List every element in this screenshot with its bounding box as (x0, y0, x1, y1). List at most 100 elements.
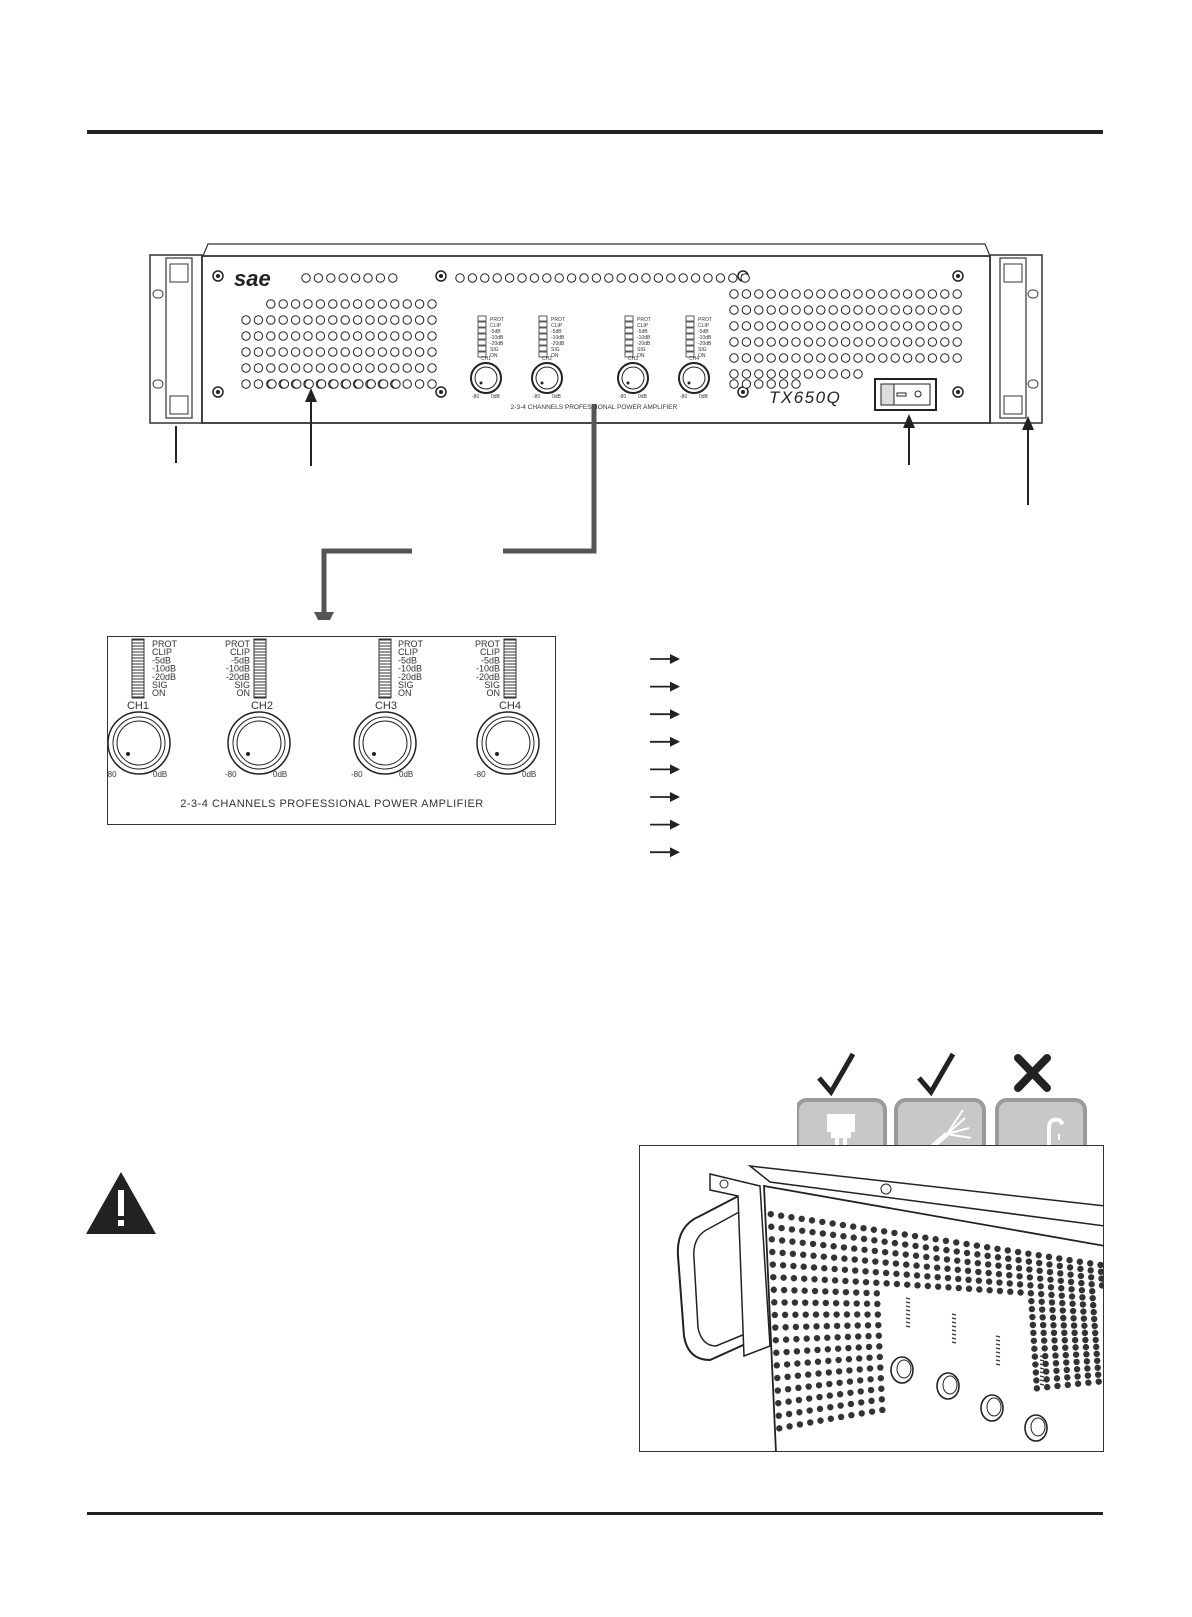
detail-meter-label: SIG (484, 680, 500, 690)
detail-gain-knob[interactable] (353, 711, 417, 775)
detail-channel-label: CH2 (251, 700, 273, 712)
perspective-knobs (890, 1297, 1048, 1442)
front-meter-label: CLIP (490, 323, 502, 329)
front-knob-max: 0dB (699, 394, 709, 400)
front-meter-label: ON (698, 353, 706, 359)
detail-meter-label: -5dB (398, 655, 417, 665)
power-switch[interactable] (874, 378, 937, 411)
front-meter-label: -10dB (698, 335, 712, 341)
front-meter-label: PROT (637, 317, 651, 323)
check-mark-icon (817, 1052, 856, 1097)
front-meter-label: -10dB (637, 335, 651, 341)
detail-channel-label: CH3 (375, 700, 397, 712)
front-knob-min: -80 (533, 394, 540, 400)
header-rule (87, 130, 1103, 134)
front-meter-label: ON (490, 353, 498, 359)
detail-meter-label: -10dB (152, 664, 176, 674)
detail-meter-label: -10dB (476, 664, 500, 674)
front-meter-label: CLIP (698, 323, 710, 329)
detail-panel-drawing: PROTCLIP-5dB-10dB-20dBSIGONCH1-800dBPROT… (105, 638, 540, 810)
detail-meter-label: ON (152, 688, 166, 698)
front-meter-label: -20dB (698, 341, 712, 347)
brand-logo: sae (234, 266, 271, 291)
detail-meter-label: SIG (398, 680, 414, 690)
detail-meter-label: PROT (225, 639, 251, 649)
front-meter-label: SIG (551, 347, 560, 353)
detail-knob-max: 0dB (399, 770, 413, 779)
cross-mark-icon (1014, 1054, 1051, 1092)
legend-arrows (650, 654, 680, 858)
perspective-vent-grille (767, 1210, 1103, 1432)
legend-arrow-icon (650, 819, 680, 830)
detail-meter-label: ON (487, 688, 501, 698)
detail-knob-min: -80 (225, 770, 237, 779)
front-meter-label: -5dB (698, 329, 709, 335)
detail-gain-knob[interactable] (107, 711, 171, 775)
front-meter-label: CLIP (551, 323, 563, 329)
detail-meter-label: SIG (152, 680, 168, 690)
right-rack-ear (989, 254, 1043, 424)
front-meter-label: SIG (637, 347, 646, 353)
front-meter-label: -5dB (551, 329, 562, 335)
front-gain-knob[interactable] (470, 362, 502, 394)
front-gain-knob[interactable] (678, 362, 710, 394)
detail-meter-label: -5dB (231, 655, 250, 665)
detail-gain-knob[interactable] (227, 711, 291, 775)
detail-knob-min: -80 (474, 770, 486, 779)
front-meter-label: CLIP (637, 323, 649, 329)
front-meter-label: ON (551, 353, 559, 359)
detail-meter-label: CLIP (152, 647, 172, 657)
detail-meter-label: ON (237, 688, 251, 698)
legend-arrow-icon (650, 709, 680, 720)
detail-gain-knob[interactable] (476, 711, 540, 775)
front-meter-label: -5dB (637, 329, 648, 335)
footer-rule (87, 1512, 1103, 1515)
amplifier-perspective-illustration (639, 1145, 1104, 1452)
front-knob-min: -80 (680, 394, 687, 400)
detail-meter-label: -5dB (481, 655, 500, 665)
detail-panel-caption: 2-3-4 CHANNELS PROFESSIONAL POWER AMPLIF… (180, 798, 484, 810)
ventilation-grille (241, 273, 962, 389)
detail-meter-label: CLIP (230, 647, 250, 657)
perspective-knob (980, 1335, 1004, 1422)
model-name: TX650Q (769, 388, 841, 407)
front-meter-label: -10dB (490, 335, 504, 341)
detail-meter-label: -5dB (152, 655, 171, 665)
front-meter-label: SIG (698, 347, 707, 353)
detail-meter-label: -10dB (398, 664, 422, 674)
warning-icon (86, 1172, 156, 1234)
front-channel-label: CH4 (689, 356, 699, 362)
channel-detail-panel: PROTCLIP-5dB-10dB-20dBSIGONCH1-800dBPROT… (105, 636, 556, 825)
check-mark-icon (917, 1052, 956, 1097)
detail-meter-label: -20dB (152, 672, 176, 682)
detail-channel-label: CH1 (127, 700, 149, 712)
detail-meter-label: PROT (475, 639, 501, 649)
front-gain-knob[interactable] (531, 362, 563, 394)
front-meter-label: PROT (551, 317, 565, 323)
detail-knob-max: 0dB (153, 770, 167, 779)
detail-channel-label: CH4 (499, 700, 521, 712)
left-rack-ear (149, 254, 203, 424)
perspective-knob (936, 1313, 960, 1400)
front-meter-label: ON (637, 353, 645, 359)
front-gain-knob[interactable] (617, 362, 649, 394)
legend-arrow-icon (650, 792, 680, 802)
front-channel-label: CH3 (628, 356, 638, 362)
front-meter-label: -20dB (551, 341, 565, 347)
detail-knob-min: -80 (351, 770, 363, 779)
front-meter-label: -5dB (490, 329, 501, 335)
front-meter-label: SIG (490, 347, 499, 353)
front-knob-min: -80 (472, 394, 479, 400)
detail-meter-label: CLIP (480, 647, 500, 657)
detail-meter-label: CLIP (398, 647, 418, 657)
perspective-knob (1024, 1355, 1048, 1442)
perspective-knob (890, 1297, 914, 1384)
